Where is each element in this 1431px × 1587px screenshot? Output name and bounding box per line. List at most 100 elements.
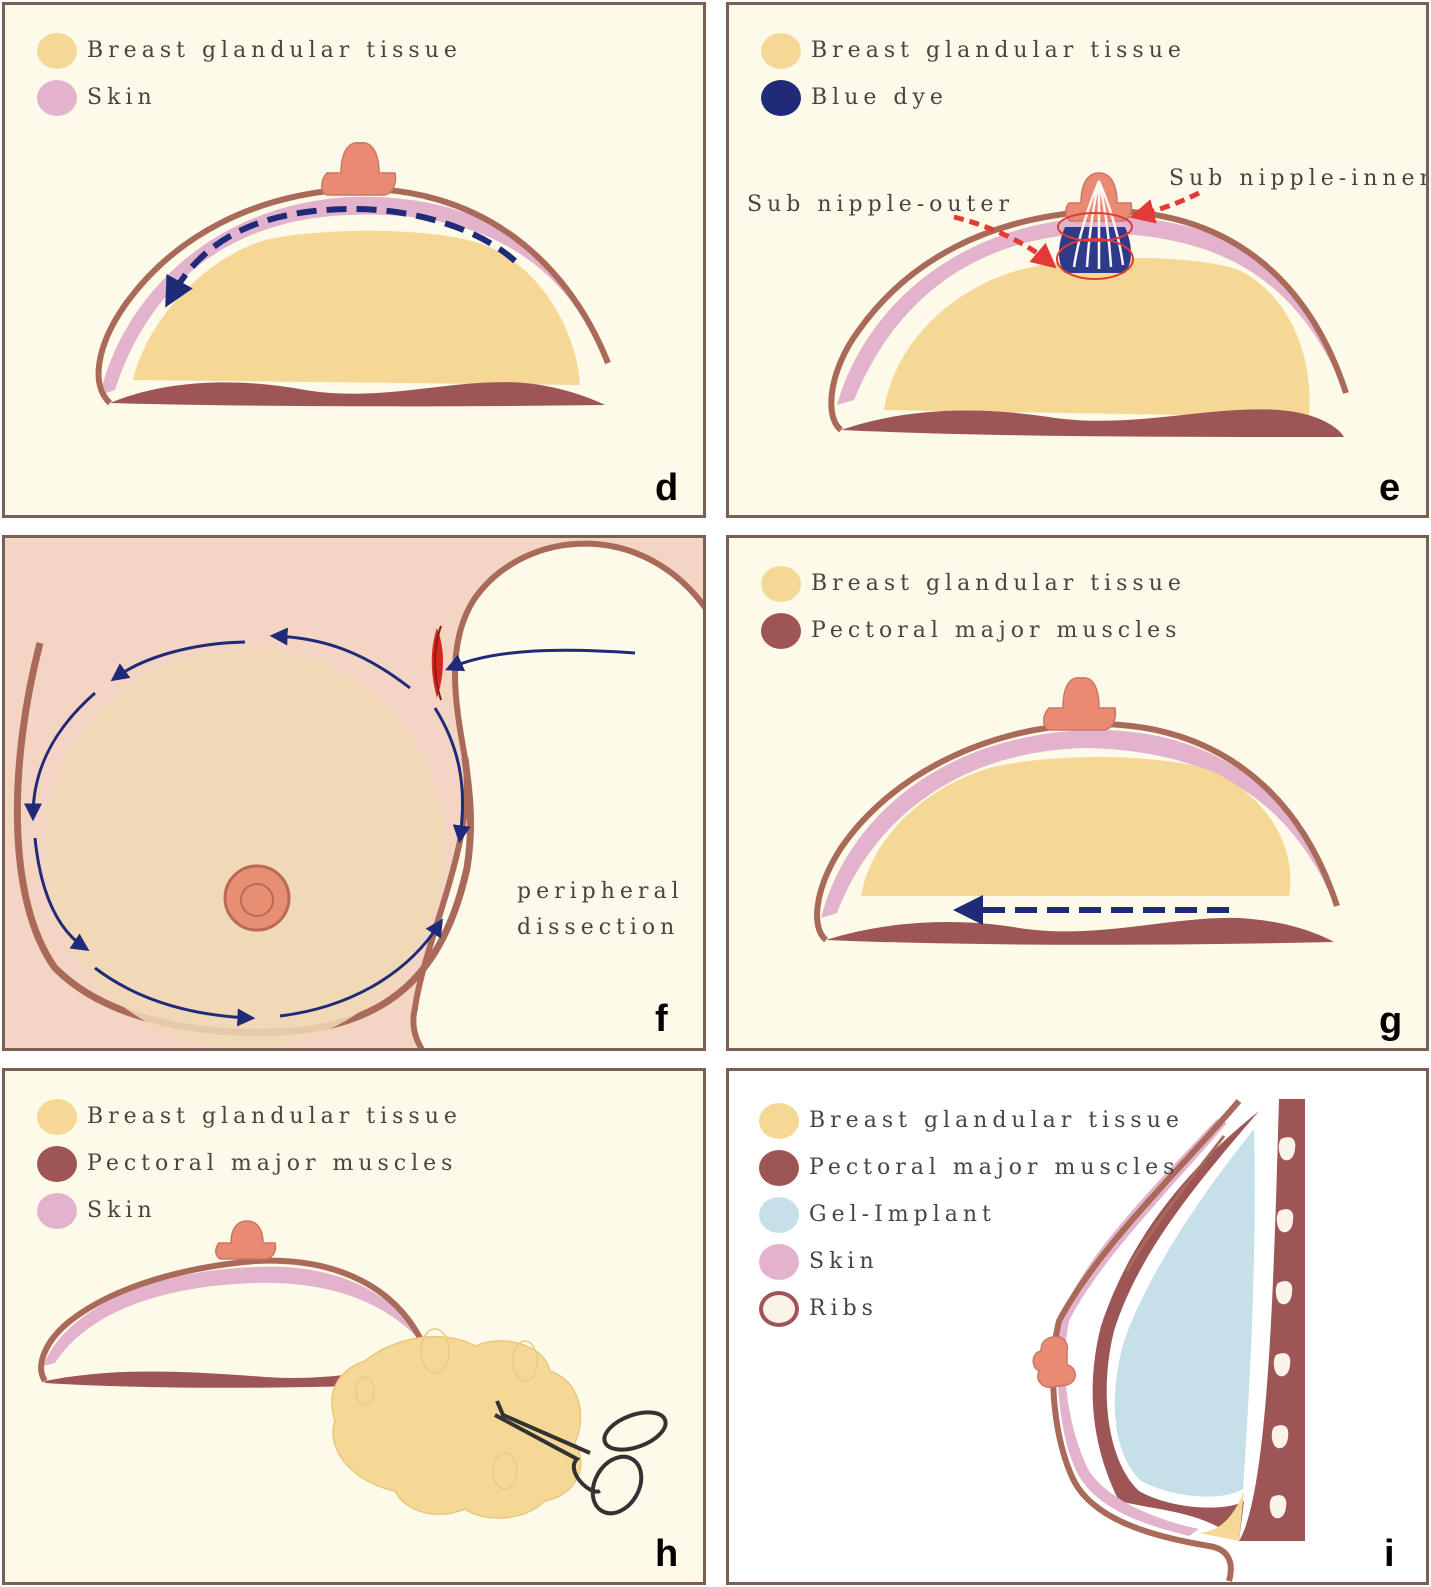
- skin-layer: [821, 729, 1334, 918]
- panel-g-illustration: [814, 677, 1340, 945]
- panel-f: peripheral dissection f: [2, 535, 706, 1051]
- legend-label: Skin: [87, 1198, 157, 1223]
- legend-h: Breast glandular tissue Pectoral major m…: [37, 1093, 462, 1234]
- gel-implant: [1114, 1129, 1255, 1497]
- legend-label: Breast glandular tissue: [811, 571, 1186, 596]
- note-dissection: dissection: [517, 915, 680, 940]
- legend-item: Breast glandular tissue: [761, 27, 1186, 74]
- legend-label: Gel-Implant: [809, 1202, 996, 1227]
- panel-i: Breast glandular tissue Pectoral major m…: [726, 1068, 1429, 1585]
- panel-f-illustration: [13, 540, 703, 1048]
- skin-layer: [100, 196, 605, 395]
- arrow-inner: [1129, 190, 1201, 224]
- panel-d-illustration: [95, 142, 611, 407]
- panel-i-illustration: [1032, 1099, 1305, 1582]
- legend-label: Breast glandular tissue: [87, 1104, 462, 1129]
- legend-swatch-gland: [759, 1102, 799, 1139]
- legend-d: Breast glandular tissue Skin: [37, 27, 462, 121]
- legend-swatch-implant: [759, 1196, 799, 1233]
- muscle-layer: [45, 1371, 385, 1388]
- legend-swatch-gland: [37, 32, 77, 69]
- panel-d: Breast glandular tissue Skin d: [2, 2, 706, 518]
- note-peripheral: peripheral: [517, 879, 684, 904]
- legend-item: Skin: [37, 1187, 462, 1234]
- legend-item: Gel-Implant: [759, 1191, 1184, 1238]
- legend-item: Blue dye: [761, 74, 1186, 121]
- legend-label: Pectoral major muscles: [87, 1151, 458, 1176]
- panel-e-illustration: [828, 172, 1349, 437]
- legend-label: Breast glandular tissue: [809, 1108, 1184, 1133]
- legend-label: Ribs: [809, 1296, 878, 1321]
- panel-g: Breast glandular tissue Pectoral major m…: [726, 535, 1429, 1051]
- legend-swatch-skin: [37, 79, 77, 116]
- torso-outline: [410, 540, 703, 1048]
- legend-item: Skin: [759, 1238, 1184, 1285]
- panel-label-i: i: [1384, 1533, 1395, 1575]
- panel-label-g: g: [1379, 1000, 1403, 1042]
- panel-label-f: f: [655, 998, 668, 1040]
- annotation-sub-nipple-outer: Sub nipple-outer: [747, 192, 1014, 217]
- legend-e: Breast glandular tissue Blue dye: [761, 27, 1186, 121]
- skin-outline: [814, 720, 1340, 943]
- skin-outline: [95, 185, 611, 406]
- legend-i: Breast glandular tissue Pectoral major m…: [759, 1097, 1184, 1332]
- legend-item: Breast glandular tissue: [37, 27, 462, 74]
- legend-swatch-dye: [761, 79, 801, 116]
- outer-region-outline: [1056, 238, 1134, 280]
- ducts: [1072, 180, 1125, 269]
- panel-label-d: d: [655, 467, 679, 509]
- legend-swatch-gland: [37, 1098, 77, 1135]
- legend-item: Pectoral major muscles: [759, 1144, 1184, 1191]
- inner-region-outline: [1057, 212, 1133, 242]
- panel-h: Breast glandular tissue Pectoral major m…: [2, 1068, 706, 1585]
- legend-swatch-skin: [759, 1243, 799, 1280]
- legend-item: Breast glandular tissue: [759, 1097, 1184, 1144]
- skin-layer: [43, 1266, 425, 1366]
- legend-item: Skin: [37, 74, 462, 121]
- skin-outline: [38, 1257, 430, 1383]
- legend-label: Blue dye: [811, 85, 948, 110]
- legend-swatch-muscle: [759, 1149, 799, 1186]
- legend-g: Breast glandular tissue Pectoral major m…: [761, 560, 1186, 654]
- panel-label-h: h: [655, 1533, 679, 1575]
- panel-h-illustration: [38, 1220, 668, 1519]
- arrow-outer: [953, 214, 1057, 269]
- legend-item: Ribs: [759, 1285, 1184, 1332]
- legend-swatch-muscle: [37, 1145, 77, 1182]
- skin-layer: [837, 216, 1344, 405]
- glandular-tissue: [861, 756, 1291, 896]
- glandular-tissue: [884, 257, 1310, 417]
- gland-remnant: [1199, 1491, 1244, 1541]
- excised-gland: [331, 1336, 582, 1519]
- muscle-layer: [826, 917, 1334, 945]
- panel-label-e: e: [1379, 467, 1401, 509]
- nipple-outer: [223, 864, 291, 932]
- incision: [431, 628, 443, 698]
- ribs: [1269, 1137, 1296, 1519]
- legend-swatch-muscle: [761, 612, 801, 649]
- muscle-layer: [841, 409, 1344, 437]
- legend-label: Breast glandular tissue: [87, 38, 462, 63]
- nipple: [1032, 1335, 1076, 1389]
- skin-outline-inner: [1125, 1135, 1226, 1272]
- tissue-lobules: [355, 1328, 538, 1490]
- legend-item: Pectoral major muscles: [37, 1140, 462, 1187]
- legend-swatch-gland: [761, 565, 801, 602]
- scissors-icon: [494, 1400, 668, 1516]
- muscle-layer: [110, 382, 605, 407]
- nipple: [321, 142, 397, 196]
- legend-swatch-gland: [761, 32, 801, 69]
- legend-label: Skin: [809, 1249, 879, 1274]
- legend-label: Pectoral major muscles: [809, 1155, 1180, 1180]
- glandular-tissue: [133, 230, 580, 385]
- dissection-arrows: [24, 627, 636, 1027]
- skin-outline: [828, 207, 1349, 433]
- nipple: [1043, 677, 1117, 731]
- legend-label: Breast glandular tissue: [811, 38, 1186, 63]
- legend-swatch-ribs: [759, 1290, 799, 1327]
- legend-item: Breast glandular tissue: [761, 560, 1186, 607]
- legend-swatch-skin: [37, 1192, 77, 1229]
- skin-layer: [1057, 1119, 1227, 1536]
- nipple-inner: [240, 883, 274, 917]
- areola-zone: [45, 648, 445, 1048]
